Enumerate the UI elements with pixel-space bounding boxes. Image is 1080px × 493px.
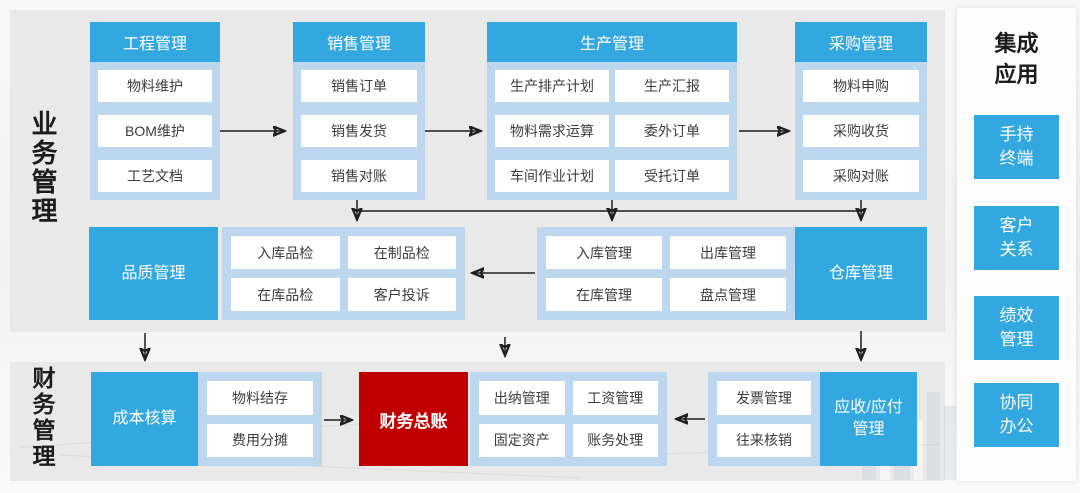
item-outbound-management: 出库管理 bbox=[670, 236, 786, 269]
finance-section-label: 财务管理 bbox=[29, 366, 55, 470]
warehouse-management-box: 仓库管理 bbox=[795, 227, 927, 320]
item-inbound-management: 入库管理 bbox=[546, 236, 662, 269]
general-ledger-box: 财务总账 bbox=[359, 372, 468, 466]
item-current-account-writeoff: 往来核销 bbox=[717, 423, 811, 457]
item-fixed-assets: 固定资产 bbox=[479, 423, 565, 457]
crm-line1: 客户 bbox=[999, 216, 1034, 235]
integration-title: 集成 应用 bbox=[957, 28, 1076, 90]
item-workshop-plan: 车间作业计划 bbox=[495, 160, 609, 192]
group-production: 生产管理 生产排产计划 生产汇报 物料需求运算 委外订单 车间作业计划 受托订单 bbox=[487, 22, 737, 200]
item-incoming-inspection: 入库品检 bbox=[231, 236, 340, 269]
item-cashier-management: 出纳管理 bbox=[479, 381, 565, 415]
integration-performance-box: 绩效 管理 bbox=[974, 296, 1059, 360]
business-section-label: 业务管理 bbox=[28, 110, 58, 226]
item-payroll-management: 工资管理 bbox=[572, 381, 658, 415]
ledger-items-container: 出纳管理 工资管理 固定资产 账务处理 bbox=[470, 372, 667, 466]
item-instock-inspection: 在库品检 bbox=[231, 278, 340, 311]
group-production-title: 生产管理 bbox=[487, 22, 737, 62]
item-consignment-order: 受托订单 bbox=[615, 160, 729, 192]
cost-accounting-box: 成本核算 bbox=[91, 372, 198, 466]
crm-line2: 关系 bbox=[999, 240, 1034, 259]
group-procurement-title: 采购管理 bbox=[795, 22, 927, 62]
receivable-items-container: 发票管理 往来核销 bbox=[708, 372, 820, 466]
item-stocktaking-management: 盘点管理 bbox=[670, 278, 786, 311]
item-accounting-processing: 账务处理 bbox=[572, 423, 658, 457]
item-expense-allocation: 费用分摊 bbox=[207, 423, 313, 457]
receivable-payable-box: 应收/应付 管理 bbox=[820, 372, 917, 466]
integration-title-line1: 集成 bbox=[994, 31, 1039, 56]
item-instock-management: 在库管理 bbox=[546, 278, 662, 311]
item-material-maintenance: 物料维护 bbox=[98, 70, 212, 102]
item-material-balance: 物料结存 bbox=[207, 381, 313, 415]
cost-items-container: 物料结存 费用分摊 bbox=[198, 372, 322, 466]
group-sales: 销售管理 销售订单 销售发货 销售对账 bbox=[293, 22, 425, 200]
integration-title-line2: 应用 bbox=[994, 62, 1039, 87]
collaboration-line2: 办公 bbox=[999, 417, 1034, 436]
performance-line1: 绩效 bbox=[999, 306, 1034, 325]
item-outsourcing-order: 委外订单 bbox=[615, 115, 729, 147]
item-sales-order: 销售订单 bbox=[301, 70, 417, 102]
integration-customer-relationship-box: 客户 关系 bbox=[974, 206, 1059, 270]
group-engineering-title: 工程管理 bbox=[90, 22, 220, 62]
quality-management-box: 品质管理 bbox=[89, 227, 218, 320]
handheld-line2: 终端 bbox=[999, 149, 1034, 168]
item-sales-reconciliation: 销售对账 bbox=[301, 160, 417, 192]
item-purchase-reconciliation: 采购对账 bbox=[803, 160, 919, 192]
group-procurement: 采购管理 物料申购 采购收货 采购对账 bbox=[795, 22, 927, 200]
receivable-payable-line1: 应收/应付 bbox=[834, 399, 903, 417]
item-invoice-management: 发票管理 bbox=[717, 381, 811, 415]
item-process-document: 工艺文档 bbox=[98, 160, 212, 192]
item-mrp-calculation: 物料需求运算 bbox=[495, 115, 609, 147]
quality-items-container: 入库品检 在制品检 在库品检 客户投诉 bbox=[222, 227, 465, 320]
handheld-line1: 手持 bbox=[999, 125, 1034, 144]
item-purchase-receiving: 采购收货 bbox=[803, 115, 919, 147]
item-sales-delivery: 销售发货 bbox=[301, 115, 417, 147]
item-production-scheduling: 生产排产计划 bbox=[495, 70, 609, 102]
group-sales-title: 销售管理 bbox=[293, 22, 425, 62]
item-bom-maintenance: BOM维护 bbox=[98, 115, 212, 147]
collaboration-line1: 协同 bbox=[999, 393, 1034, 412]
item-production-report: 生产汇报 bbox=[615, 70, 729, 102]
integration-handheld-terminal-box: 手持 终端 bbox=[974, 115, 1059, 179]
receivable-payable-line2: 管理 bbox=[852, 421, 885, 438]
item-material-requisition: 物料申购 bbox=[803, 70, 919, 102]
item-inprocess-inspection: 在制品检 bbox=[347, 236, 456, 269]
item-customer-complaint: 客户投诉 bbox=[347, 278, 456, 311]
performance-line2: 管理 bbox=[999, 330, 1034, 349]
warehouse-items-container: 入库管理 出库管理 在库管理 盘点管理 bbox=[537, 227, 795, 320]
group-engineering: 工程管理 物料维护 BOM维护 工艺文档 bbox=[90, 22, 220, 200]
integration-collaboration-box: 协同 办公 bbox=[974, 383, 1059, 447]
